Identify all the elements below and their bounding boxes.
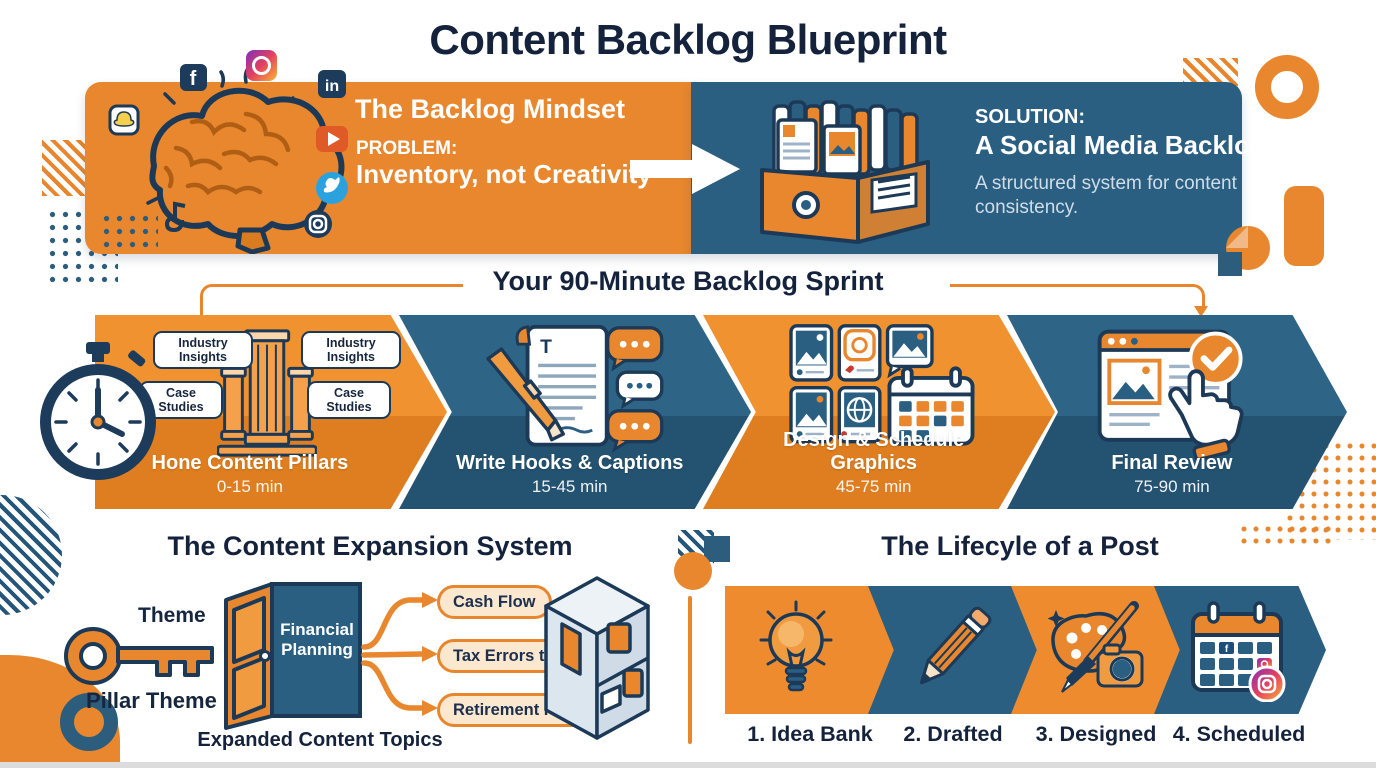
instagram-icon <box>246 50 277 81</box>
pillar-bubble: Industry Insights <box>153 331 253 369</box>
twitter-icon <box>316 172 348 204</box>
stage-label: 4. Scheduled <box>1172 722 1306 746</box>
stage-label: 3. Designed <box>1035 722 1157 746</box>
problem-label: PROBLEM: <box>356 138 458 159</box>
bottom-edge-strip <box>0 762 1376 768</box>
sprint-step-hooks: T <box>399 315 751 509</box>
branch-arrows-icon <box>361 592 438 716</box>
mindset-heading: The Backlog Mindset <box>355 94 626 124</box>
linkedin-icon: in <box>318 70 346 98</box>
snapchat-icon <box>108 104 140 136</box>
browser-check-icon <box>1055 321 1293 463</box>
solution-label: SOLUTION: <box>975 106 1085 128</box>
step-label: Hone Content Pillars <box>151 452 349 474</box>
lifecycle-stage-drafted <box>868 586 1040 714</box>
topic-pill: Cash Flow <box>437 585 552 619</box>
door-icon <box>224 582 362 730</box>
step-time: 0-15 min <box>216 477 283 496</box>
step-time: 75-90 min <box>1134 477 1210 496</box>
instagram-outline-icon <box>304 210 332 238</box>
sprint-step-review: Final Review 75-90 min <box>1007 315 1347 509</box>
card-catalog-icon <box>760 100 930 244</box>
facebook-mini-icon: f <box>1218 642 1234 655</box>
sprint-bracket-left <box>200 284 463 319</box>
page-title: Content Backlog Blueprint <box>429 16 947 63</box>
sprint-arrowhead <box>1194 306 1208 317</box>
sprint-step-pillars: Industry Insights Industry Insights Case… <box>95 315 447 509</box>
lifecycle-title: The Lifecyle of a Post <box>881 531 1159 561</box>
tiktok-note-icon <box>164 201 186 233</box>
rounded-bar-decor <box>1284 186 1324 266</box>
square-decor-lifecycle <box>704 536 730 562</box>
key-icon <box>64 627 214 685</box>
pillar-bubble: Case Studies <box>307 381 391 419</box>
stripes-decor-left <box>42 140 88 196</box>
pillar-bubble: Industry Insights <box>301 331 401 369</box>
pillar-bubble: Case Studies <box>139 381 223 419</box>
dots-decor-lifecycle <box>1238 523 1334 549</box>
circle-decor-lifecycle <box>674 552 712 590</box>
house-cutaway-icon <box>544 576 650 740</box>
problem-text: Inventory, not Creativity <box>356 159 652 189</box>
solution-heading: A Social Media Backlog <box>975 130 1266 160</box>
sprint-step-design: Design & Schedule Graphics 45-75 min <box>703 315 1055 509</box>
step-time: 45-75 min <box>835 477 912 496</box>
lifecycle-stage-scheduled: f <box>1154 586 1326 714</box>
step-label: Write Hooks & Captions <box>456 452 684 474</box>
sprint-bracket-right <box>950 284 1205 311</box>
instagram-badge-icon <box>1248 665 1286 702</box>
calendar-social-icon: f <box>1178 586 1296 714</box>
step-label: Final Review <box>1111 452 1233 474</box>
expansion-title: The Content Expansion System <box>167 531 573 561</box>
pillars-icon <box>144 321 390 463</box>
key-theme-label: Theme <box>138 604 206 627</box>
svg-text:in: in <box>325 78 339 95</box>
stripes-decor-topright-orange <box>1183 58 1238 86</box>
svg-text:T: T <box>541 337 553 358</box>
brain-social-media-icon: f in <box>108 50 348 254</box>
svg-text:f: f <box>190 68 197 90</box>
expansion-caption: Expanded Content Topics <box>197 729 443 751</box>
square-decor-bannerright <box>1218 252 1242 276</box>
step-label: Design & Schedule Graphics <box>783 429 965 474</box>
facebook-icon: f <box>180 64 207 91</box>
donut-decor-topright <box>1255 55 1319 119</box>
pencil-icon <box>892 586 1010 714</box>
stage-label: 1. Idea Bank <box>747 722 873 746</box>
youtube-icon <box>316 126 348 152</box>
lifecycle-stage-idea <box>725 586 897 714</box>
dots-decor-banner <box>100 212 158 248</box>
right-arrow-icon <box>630 144 740 194</box>
social-grid-calendar-icon <box>752 321 998 463</box>
pillar-theme-label: Pillar Theme <box>86 688 217 713</box>
solution-subtext: A structured system for content consiste… <box>975 173 1237 218</box>
pen-document-icon: T <box>448 321 694 463</box>
striped-circle-decor <box>0 495 62 615</box>
door-pillar-label: Financial Planning <box>280 620 354 660</box>
sprint-title: Your 90-Minute Backlog Sprint <box>492 266 884 296</box>
palette-brush-camera-icon <box>1035 586 1153 714</box>
svg-text:f: f <box>1225 644 1229 655</box>
stopwatch-icon <box>40 342 156 480</box>
stage-label: 2. Drafted <box>903 722 1003 746</box>
lifecycle-stage-designed <box>1011 586 1183 714</box>
section-divider <box>688 596 692 744</box>
lightbulb-icon <box>725 586 867 714</box>
step-time: 15-45 min <box>531 477 608 496</box>
